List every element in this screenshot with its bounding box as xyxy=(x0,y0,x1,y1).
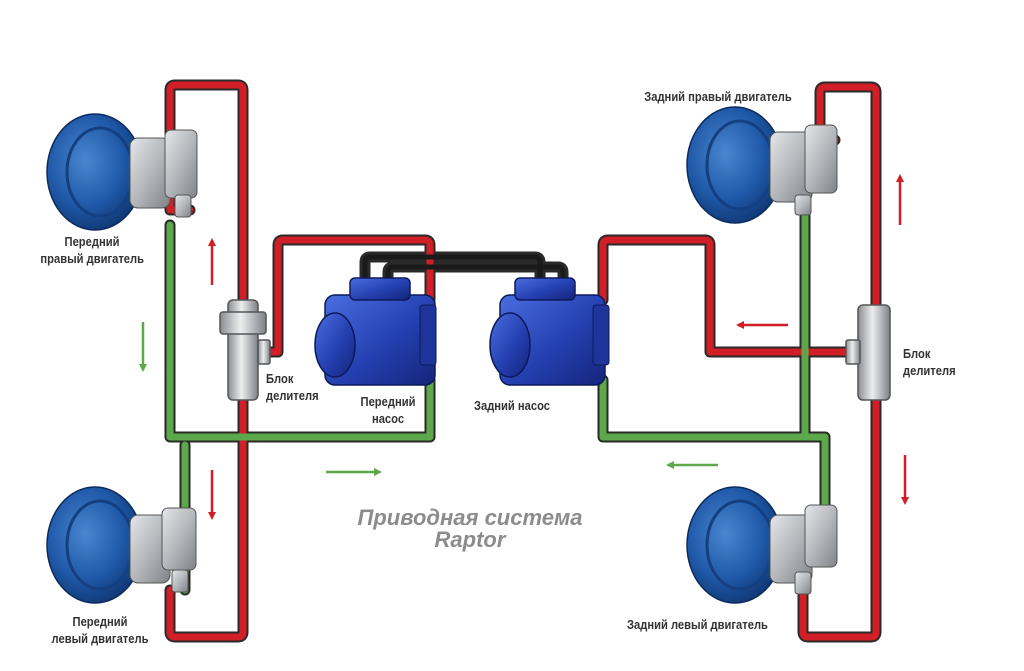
front-left-motor-label: Передний левый двигатель xyxy=(51,614,149,646)
front-pump-pressure-line xyxy=(264,236,434,356)
front-pump-label: Передний насос xyxy=(360,394,416,426)
front-return-line xyxy=(166,221,434,441)
rear-left-motor-label: Задний левый двигатель xyxy=(627,617,768,632)
front-pump xyxy=(314,277,437,386)
divider-block-right xyxy=(845,304,891,401)
divider-block-left xyxy=(219,299,271,401)
pump-link-lines xyxy=(362,254,566,295)
rear-left-motor xyxy=(686,486,838,604)
rear-pump xyxy=(489,277,610,386)
flow-arrows xyxy=(139,174,909,520)
front-right-motor-label: Передний правый двигатель xyxy=(40,234,144,266)
front-left-motor xyxy=(46,486,197,604)
pressure-lines xyxy=(166,81,880,641)
rear-pump-label: Задний насос xyxy=(473,398,551,413)
front-right-motor xyxy=(46,113,198,231)
divider-right-label: Блок делителя xyxy=(903,346,956,378)
front-pressure-loop xyxy=(166,81,247,641)
rear-pump-pressure-line xyxy=(599,236,854,356)
divider-left-label: Блок делителя xyxy=(266,371,319,403)
diagram-title: Приводная система Raptor xyxy=(357,505,583,552)
rear-right-motor xyxy=(686,106,838,224)
rear-pressure-loop xyxy=(799,83,880,641)
rear-return-line xyxy=(599,376,829,524)
rear-right-motor-label: Задний правый двигатель xyxy=(644,89,792,104)
